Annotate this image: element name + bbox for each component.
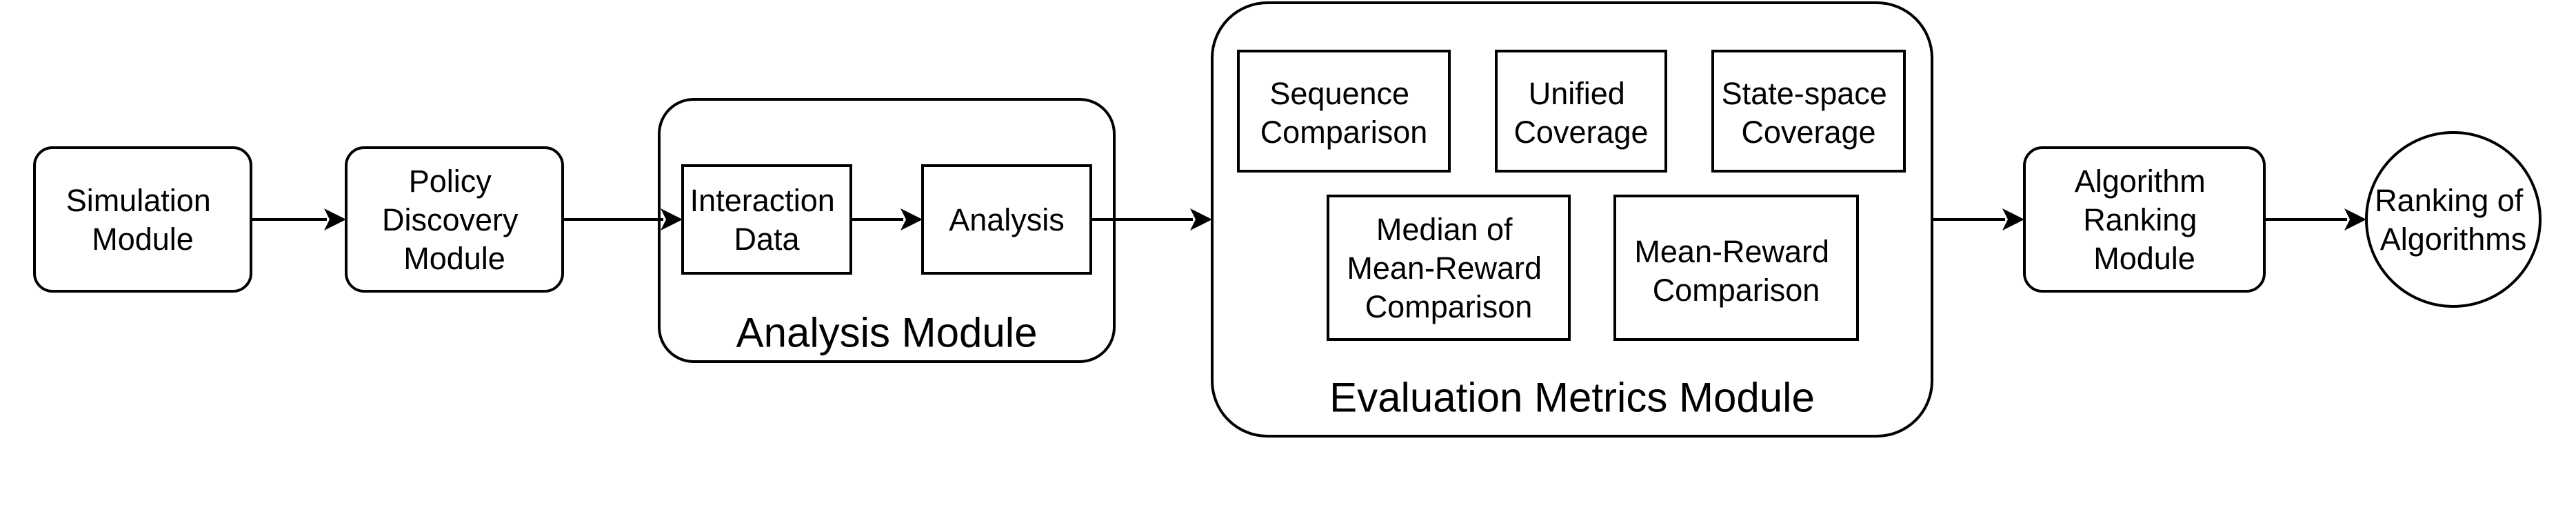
mean-reward-comparison-label: Mean-Reward Comparison xyxy=(1634,234,1838,308)
arrowhead-interaction-to-analysis xyxy=(900,208,923,230)
interaction-data-label: Interaction Data xyxy=(690,183,844,257)
ranking-of-algorithms-circle xyxy=(2365,131,2542,308)
arrowhead-simulation-to-policy xyxy=(324,208,346,230)
analysis-module-title: Analysis Module xyxy=(736,310,1038,356)
interaction-data-box xyxy=(681,164,852,275)
ranking-of-algorithms-label: Ranking of Algorithms xyxy=(2375,183,2532,257)
state-space-coverage-box xyxy=(1711,50,1906,173)
unified-coverage-box xyxy=(1495,50,1667,173)
arrowhead-policy-to-interaction xyxy=(661,208,683,230)
median-mean-reward-comparison-box xyxy=(1327,195,1571,341)
analysis-label: Analysis xyxy=(949,202,1065,237)
evaluation-metrics-module-title: Evaluation Metrics Module xyxy=(1329,375,1815,421)
algorithm-ranking-module-label: Algorithm Ranking Module xyxy=(2075,164,2215,276)
sequence-comparison-label: Sequence Comparison xyxy=(1260,76,1428,150)
mean-reward-comparison-box xyxy=(1613,195,1859,341)
arrowhead-ranking-module-to-ranking xyxy=(2344,208,2366,230)
arrowhead-analysis-to-evaluation xyxy=(1190,208,1212,230)
median-mean-reward-comparison-label: Median of Mean-Reward Comparison xyxy=(1347,212,1550,324)
policy-discovery-module-label: Policy Discovery Module xyxy=(382,164,527,276)
unified-coverage-label: Unified Coverage xyxy=(1513,76,1648,150)
state-space-coverage-label: State-space Coverage xyxy=(1722,76,1896,150)
arrowhead-evaluation-to-ranking-module xyxy=(2002,208,2024,230)
sequence-comparison-box xyxy=(1237,50,1451,173)
simulation-module-box xyxy=(33,146,252,293)
simulation-module-label: Simulation Module xyxy=(66,183,220,257)
